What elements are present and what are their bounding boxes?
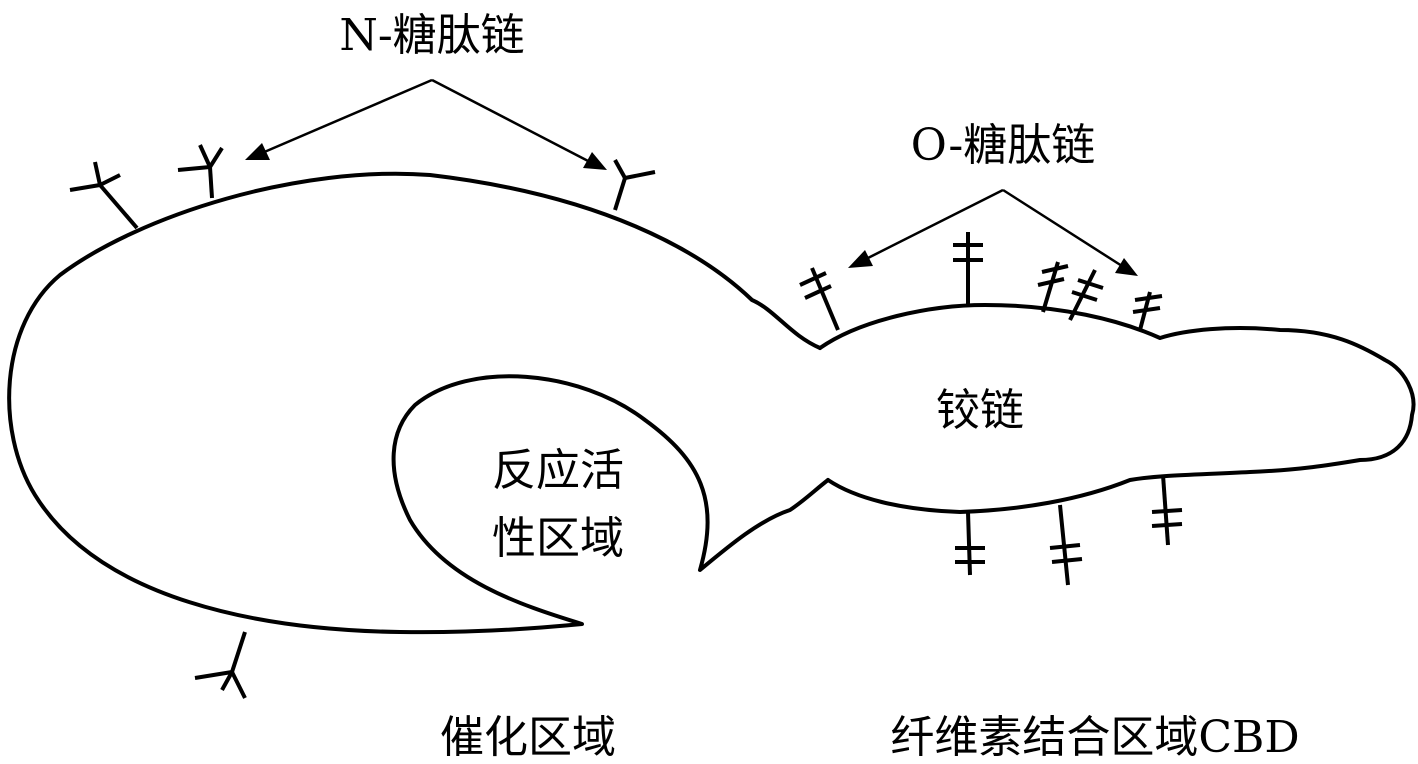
n-glycan-arrows <box>245 78 607 170</box>
o-glycan-chain-6 <box>955 511 985 576</box>
o-glycan-chain-4 <box>1068 269 1104 321</box>
o-glycan-chain-2 <box>953 232 983 305</box>
active-site-label-line1: 反应活 <box>492 445 624 496</box>
hinge-cbd-outline <box>818 303 1416 514</box>
n-glycan-chain-4 <box>194 631 247 699</box>
o-glycan-chain-3 <box>1037 261 1069 313</box>
n-glycan-chain-3 <box>613 159 656 211</box>
catalytic-domain-outline <box>7 171 830 635</box>
n-glycan-chain-1 <box>69 161 139 230</box>
active-site-label-line2: 性区域 <box>492 513 624 564</box>
o-glycan-chain-8 <box>1151 474 1183 546</box>
n-glycan-label: N-糖肽链 <box>339 10 524 61</box>
o-glycan-arrows <box>848 188 1138 276</box>
n-glycan-chain-2 <box>177 144 224 199</box>
cbd-label: 纤维素结合区域CBD <box>890 712 1299 763</box>
o-glycan-label: O-糖肽链 <box>911 120 1096 171</box>
o-glycan-chain-7 <box>1049 504 1083 586</box>
hinge-label: 铰链 <box>936 385 1024 436</box>
o-glycan-chain-1 <box>799 267 840 331</box>
o-glycan-chain-5 <box>1132 291 1163 331</box>
catalytic-domain-label: 催化区域 <box>440 712 616 763</box>
